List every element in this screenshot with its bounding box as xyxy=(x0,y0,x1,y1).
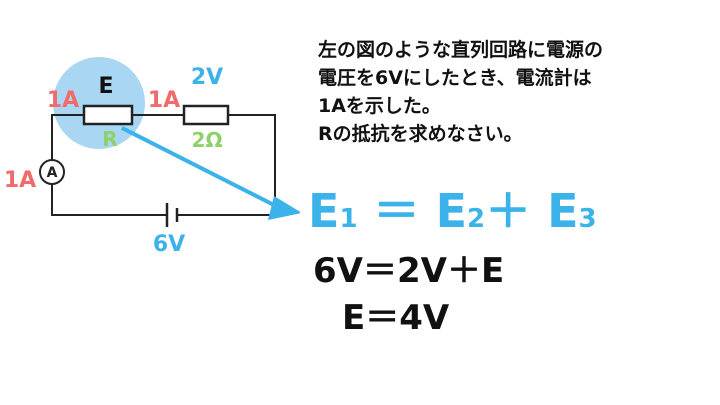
label-e: E xyxy=(98,74,113,99)
problem-line-4: Rの抵抗を求めなさい。 xyxy=(318,123,523,145)
label-voltage-resistor: 2V xyxy=(191,65,223,90)
voltage-sum-equation: E1 ＝ E2＋ E3 xyxy=(308,183,597,247)
problem-line-3: 1Aを示した。 xyxy=(318,95,441,117)
equation-line-2: 6V＝2V＋E xyxy=(313,251,505,291)
eq-sub3: 3 xyxy=(578,204,597,234)
label-source-voltage: 6V xyxy=(153,232,185,257)
problem-line-2: 電圧を6Vにしたとき、電流計は xyxy=(318,67,592,89)
equation-line-3: E＝4V xyxy=(342,298,450,338)
problem-line-1: 左の図のような直列回路に電源の xyxy=(318,39,604,61)
eq-e1: E xyxy=(308,184,340,238)
eq-e3: E xyxy=(547,184,579,238)
resistor-2-ohm xyxy=(182,104,230,126)
eq-plus: ＋ xyxy=(485,184,532,238)
resistor-r xyxy=(82,104,134,126)
eq-sub1: 1 xyxy=(339,204,358,234)
circuit-diagram: A E R 1A 1A 1A 2V 2Ω 6V xyxy=(4,57,300,257)
label-current-middle: 1A xyxy=(148,88,180,113)
arrow-head-icon xyxy=(268,196,300,220)
eq-e2: E xyxy=(435,184,467,238)
eq-equals: ＝ xyxy=(373,184,420,238)
problem-statement: 左の図のような直列回路に電源の 電圧を6Vにしたとき、電流計は 1Aを示した。 … xyxy=(318,36,718,148)
ammeter xyxy=(39,159,65,185)
label-r: R xyxy=(102,127,117,151)
label-current-meter: 1A xyxy=(4,168,36,193)
highlight-circle xyxy=(53,57,145,149)
circuit-wires xyxy=(51,114,276,216)
ammeter-symbol: A xyxy=(47,165,58,181)
label-resistance: 2Ω xyxy=(192,128,223,152)
label-current-left: 1A xyxy=(47,88,79,113)
arrow-line xyxy=(121,126,277,208)
eq-sub2: 2 xyxy=(467,204,486,234)
